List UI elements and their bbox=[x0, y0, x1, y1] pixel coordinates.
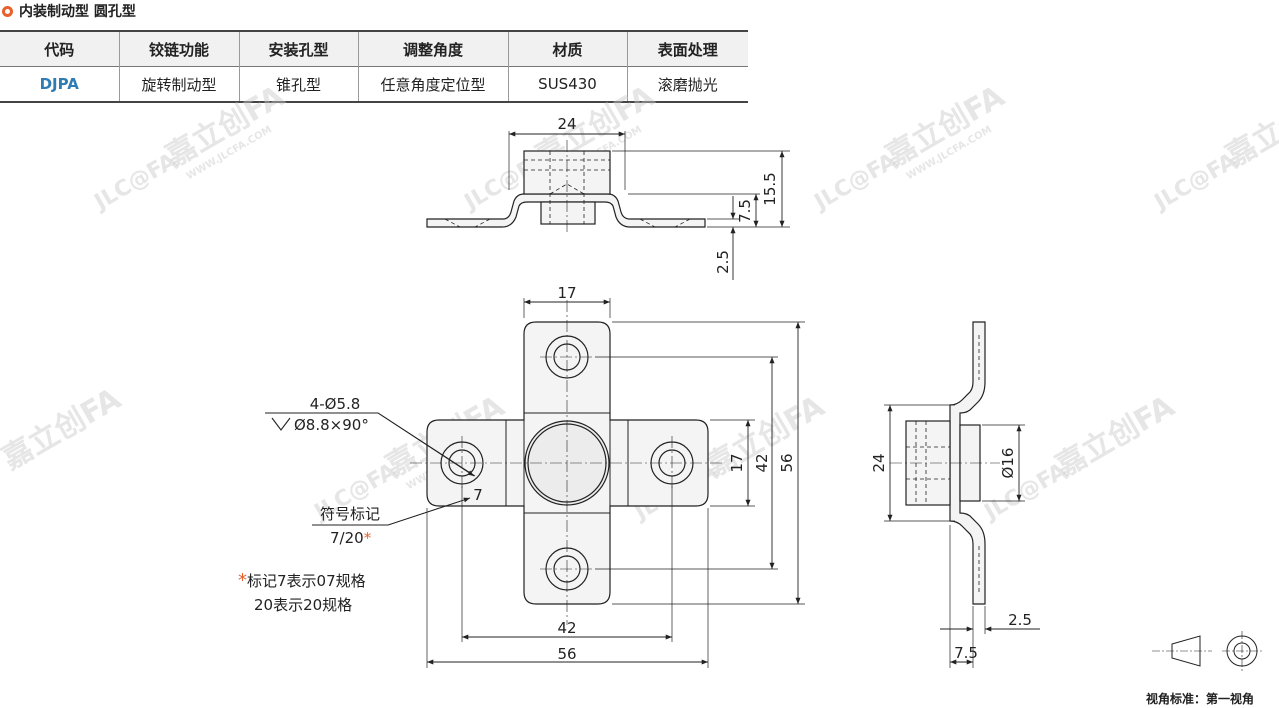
svg-text:JLC@FA: JLC@FA bbox=[979, 459, 1071, 527]
dim-front-hole-pitch-h: 42 bbox=[557, 619, 576, 637]
top-view bbox=[426, 131, 790, 280]
header-hole-type: 安装孔型 bbox=[238, 31, 359, 67]
dim-mark-value: 7 bbox=[473, 486, 483, 504]
dim-front-total-width: 56 bbox=[557, 645, 576, 663]
front-view bbox=[265, 298, 805, 668]
cell-material: SUS430 bbox=[507, 66, 628, 102]
spec-note-line1: *标记7表示07规格 bbox=[238, 570, 366, 591]
table-row: DJPA 旋转制动型 锥孔型 任意角度定位型 SUS430 滚磨抛光 bbox=[0, 66, 748, 102]
watermark: JLC@FA 嘉立创FA WWW.JLCFA.COM bbox=[89, 79, 291, 217]
svg-text:JLC@FA: JLC@FA bbox=[1149, 149, 1241, 217]
watermark: 嘉立创FA bbox=[0, 381, 127, 477]
header-surface: 表面处理 bbox=[626, 31, 748, 67]
spec-table: 代码 铰链功能 安装孔型 调整角度 材质 表面处理 DJPA 旋转制动型 锥孔型… bbox=[0, 30, 748, 103]
spec-note-line2: 20表示20规格 bbox=[254, 596, 352, 614]
page-title: 内装制动型 圆孔型 bbox=[2, 0, 136, 22]
dim-front-total-height: 56 bbox=[778, 453, 796, 472]
svg-text:JLC@FA: JLC@FA bbox=[809, 149, 901, 217]
dim-top-height-base: 7.5 bbox=[736, 199, 754, 223]
page-title-text: 内装制动型 圆孔型 bbox=[19, 4, 136, 20]
circle-marker-icon bbox=[2, 5, 13, 17]
cell-hinge-function: 旋转制动型 bbox=[118, 66, 240, 102]
svg-text:嘉立创FA: 嘉立创FA bbox=[0, 381, 127, 477]
dim-side-diameter: Ø16 bbox=[999, 448, 1017, 479]
cell-hole-type: 锥孔型 bbox=[238, 66, 359, 102]
header-code: 代码 bbox=[0, 31, 120, 67]
dim-side-height: 24 bbox=[870, 453, 888, 472]
cell-angle: 任意角度定位型 bbox=[357, 66, 509, 102]
symbol-note-line2: 7/20* bbox=[330, 529, 372, 547]
svg-text:嘉立创FA: 嘉立创FA bbox=[1050, 389, 1181, 485]
projection-standard-text: 视角标准：第一视角 bbox=[1146, 691, 1254, 706]
svg-text:JLC@FA: JLC@FA bbox=[89, 149, 181, 217]
svg-text:嘉立创FA: 嘉立创FA bbox=[1220, 79, 1279, 175]
dim-front-center-height: 17 bbox=[728, 453, 746, 472]
cell-code: DJPA bbox=[0, 66, 120, 102]
header-material: 材质 bbox=[507, 31, 628, 67]
cell-surface: 滚磨抛光 bbox=[626, 66, 748, 102]
header-angle: 调整角度 bbox=[357, 31, 509, 67]
dim-front-hole-pitch-v: 42 bbox=[753, 453, 771, 472]
header-hinge-function: 铰链功能 bbox=[118, 31, 240, 67]
symbol-note-line1: 符号标记 bbox=[320, 505, 380, 523]
dim-front-top-width: 17 bbox=[557, 284, 576, 302]
dim-countersink: Ø8.8×90° bbox=[294, 416, 369, 434]
dim-top-plate: 2.5 bbox=[714, 250, 732, 274]
dim-top-width: 24 bbox=[557, 115, 576, 133]
side-view bbox=[884, 321, 1040, 668]
dim-side-thickness: 2.5 bbox=[1008, 611, 1032, 629]
projection-symbol-icon bbox=[1152, 631, 1262, 671]
countersink-symbol bbox=[271, 417, 291, 431]
dim-side-offset: 7.5 bbox=[954, 644, 978, 662]
dim-top-height-total: 15.5 bbox=[761, 172, 779, 205]
watermark: JLC@FA 嘉立创FA WWW.JLCFA.COM bbox=[809, 79, 1011, 217]
table-header-row: 代码 铰链功能 安装孔型 调整角度 材质 表面处理 bbox=[0, 31, 748, 67]
dim-hole-label: 4-Ø5.8 bbox=[310, 395, 361, 413]
watermark: JLC@FA 嘉立创FA bbox=[1149, 79, 1279, 217]
